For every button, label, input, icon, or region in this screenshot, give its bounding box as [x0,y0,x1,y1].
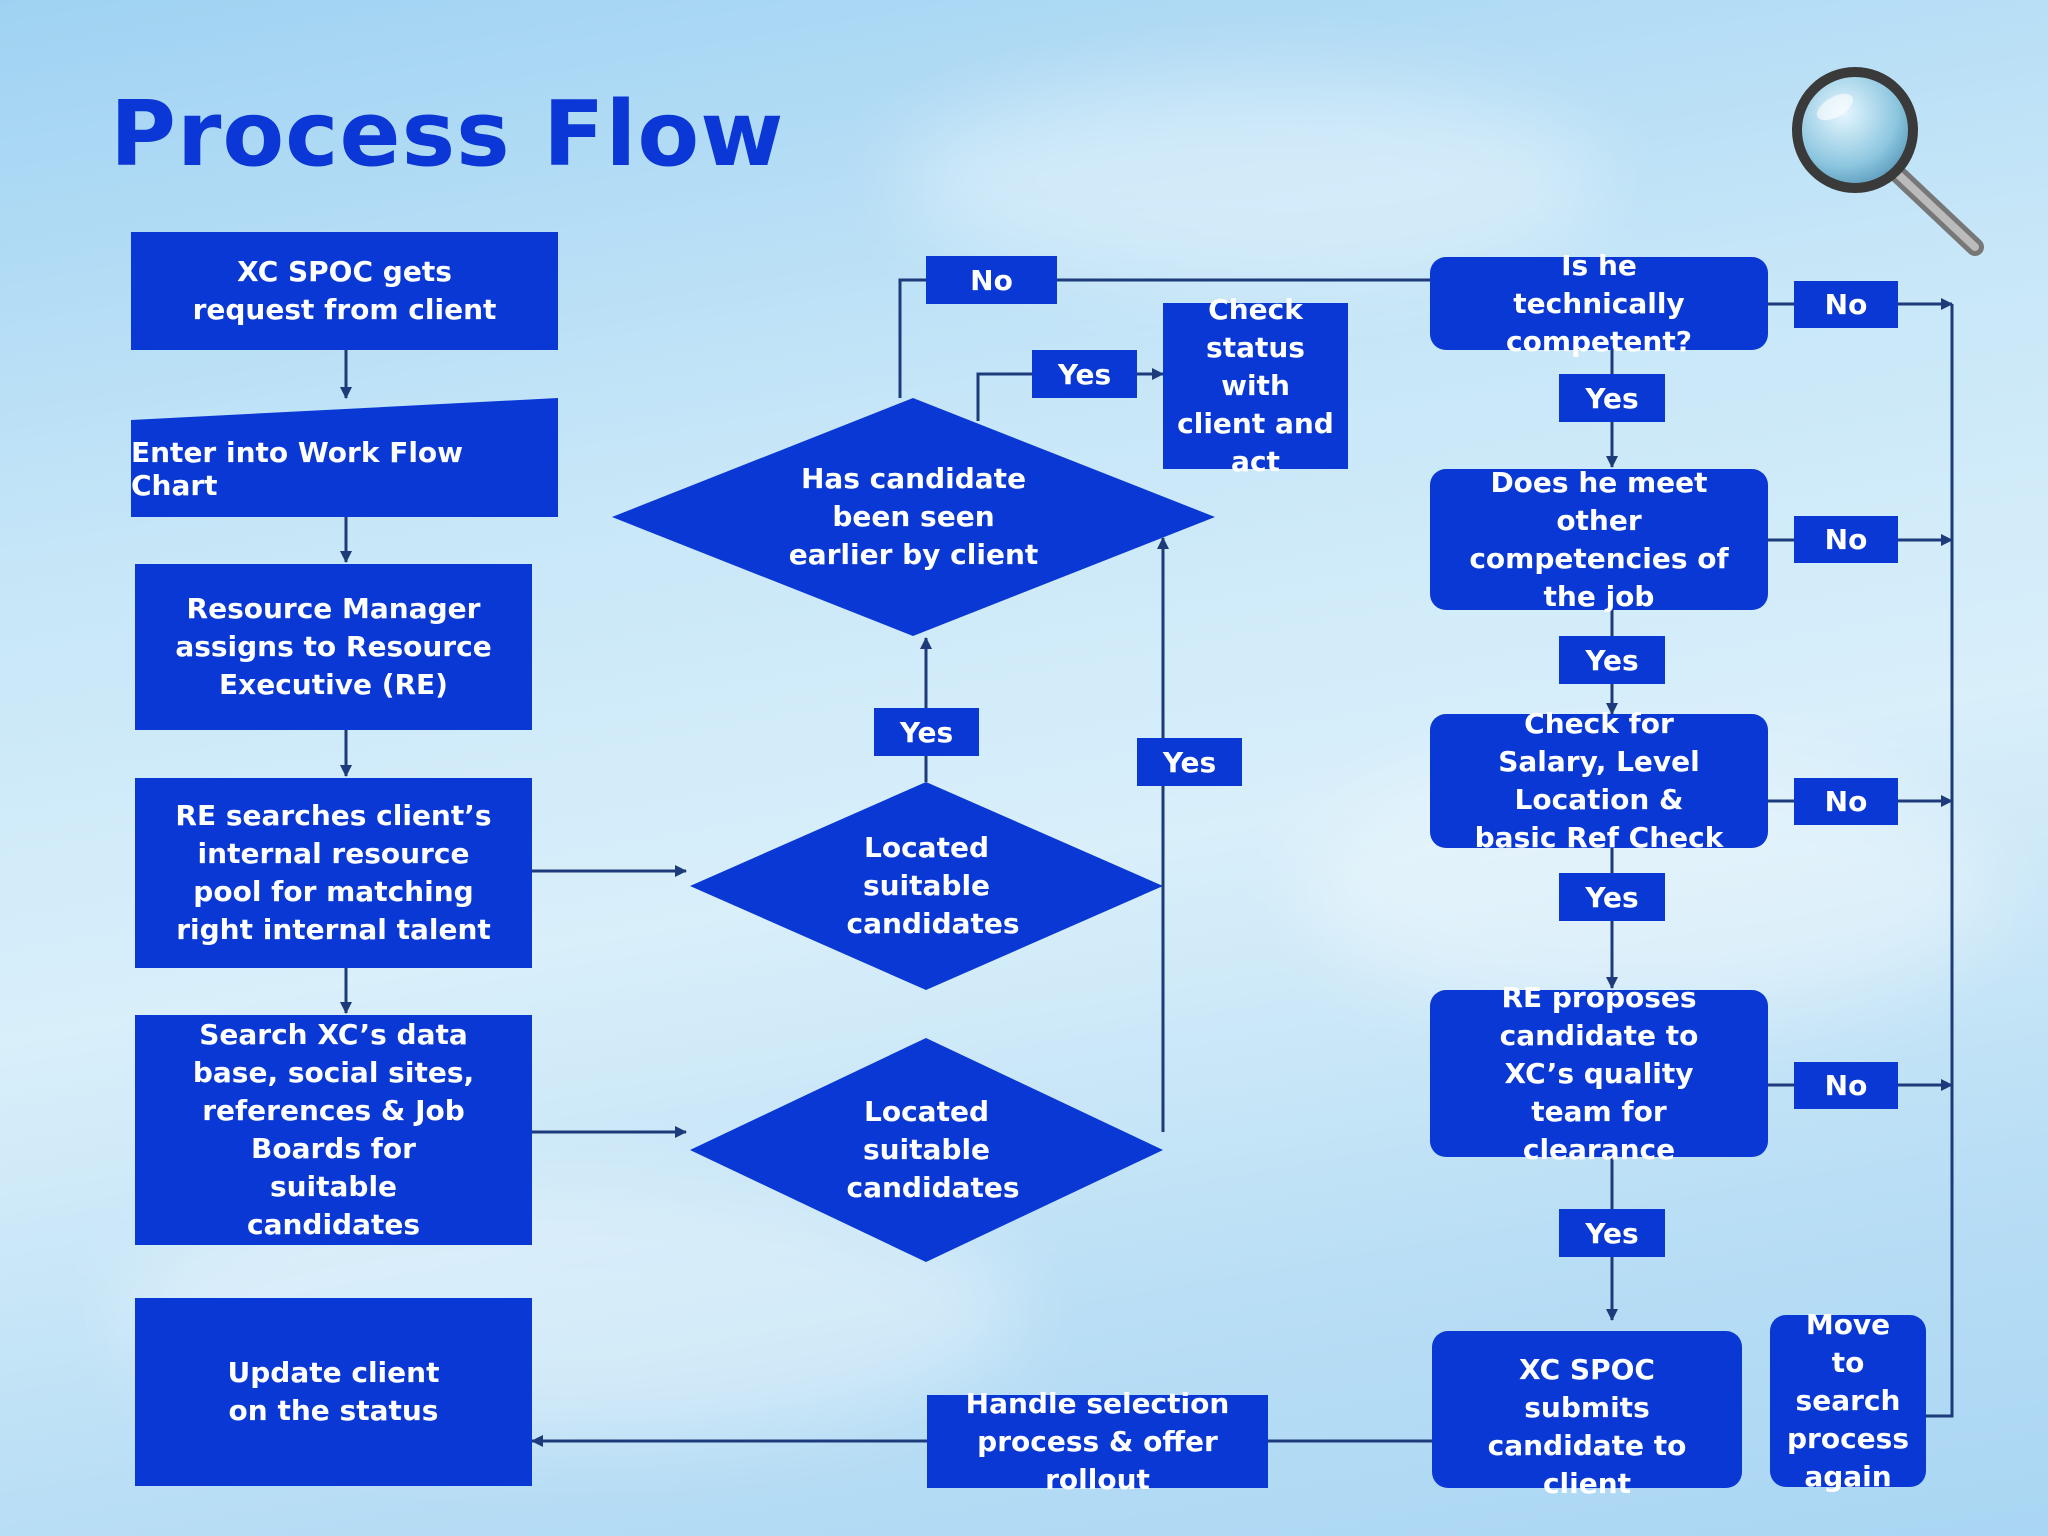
label-yes-technical: Yes [1559,374,1665,422]
technically-competent-box: Is he technically competent? [1430,249,1768,358]
label-no-salary: No [1794,778,1898,825]
update-client-box: Update client on the status [135,1298,532,1486]
label-no-propose: No [1794,1062,1898,1109]
search-database-box: Search XC’s data base, social sites, ref… [135,1015,532,1245]
label-yes-located-internal: Yes [874,708,979,756]
handle-selection-box: Handle selection process & offer rollout [927,1387,1268,1496]
decision-seen-earlier: Has candidate been seen earlier by clien… [612,398,1215,636]
magnifying-glass-icon [1792,67,1984,256]
page-title: Process Flow [110,82,785,187]
label-yes-salary: Yes [1559,873,1665,921]
enter-workflow-box: Enter into Work Flow Chart [131,398,558,517]
label-yes-located-external: Yes [1137,738,1242,786]
spoc-submits-box: XC SPOC submits candidate to client [1432,1331,1742,1500]
label-yes-propose: Yes [1559,1209,1665,1257]
re-proposes-box: RE proposes candidate to XC’s quality te… [1430,981,1768,1166]
decision-seen-earlier-text: Has candidate been seen earlier by clien… [788,462,1039,571]
check-status-box: Check status with client and act [1163,293,1348,478]
spoc-request-box: XC SPOC gets request from client [131,232,558,350]
decision-located-internal-text: Located suitable candidates [846,831,1020,940]
rm-assigns-box: Resource Manager assigns to Resource Exe… [135,564,532,730]
label-no-seen-earlier: No [926,256,1057,304]
label-no-competencies: No [1794,516,1898,563]
move-search-box: Move to search process again [1770,1308,1926,1493]
salary-check-box: Check for Salary, Level Location & basic… [1430,707,1768,854]
label-yes-competencies: Yes [1559,636,1665,684]
decision-located-external: Located suitable candidates [690,1038,1163,1262]
decision-located-internal: Located suitable candidates [690,782,1163,990]
decision-located-external-text: Located suitable candidates [846,1095,1020,1204]
label-yes-check-status: Yes [1032,350,1137,398]
enter-workflow-label: Enter into Work Flow Chart [131,435,464,502]
re-searches-box: RE searches client’s internal resource p… [135,778,532,968]
label-no-technical: No [1794,281,1898,328]
other-competencies-box: Does he meet other competencies of the j… [1430,466,1768,613]
